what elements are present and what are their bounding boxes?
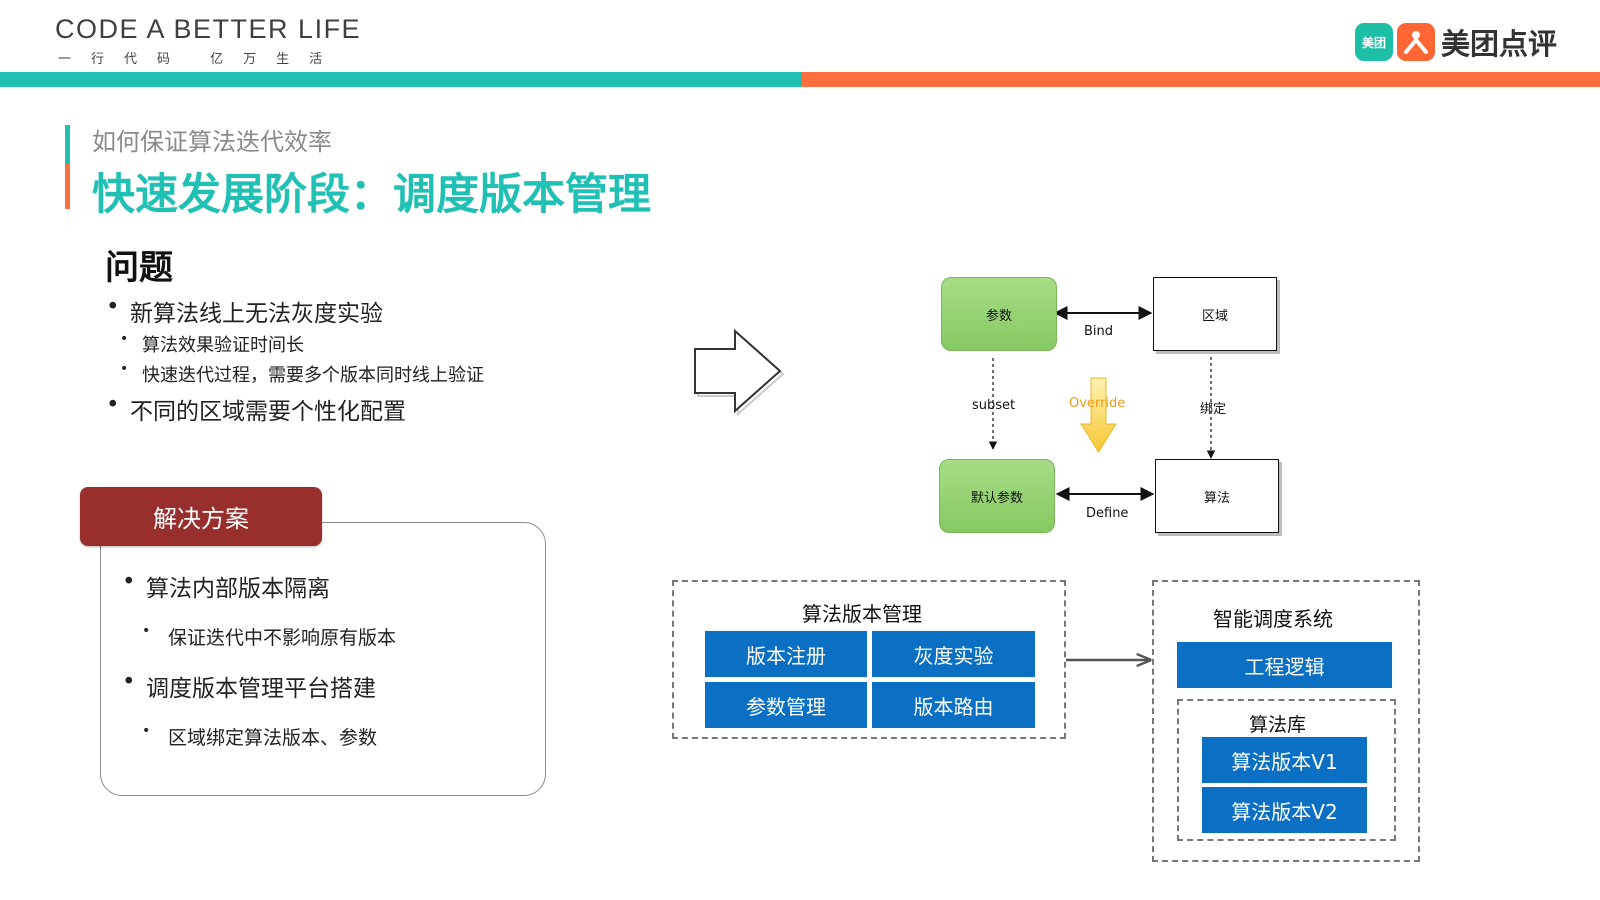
- version-register-button[interactable]: 版本注册: [705, 631, 867, 677]
- header-bar-orange: [802, 72, 1600, 87]
- dispatch-system-title: 智能调度系统: [1213, 607, 1333, 631]
- solution-item: 调度版本管理平台搭建: [122, 669, 376, 703]
- dianping-logo-icon: [1397, 23, 1435, 61]
- logo-text: 美团点评: [1441, 27, 1558, 61]
- section-subtitle: 如何保证算法迭代效率: [92, 128, 332, 156]
- param-mgmt-button[interactable]: 参数管理: [705, 682, 867, 728]
- define-label: Define: [1086, 506, 1129, 521]
- algorithm-version-v1-button[interactable]: 算法版本V1: [1202, 737, 1367, 783]
- algorithm-library-box: [1177, 699, 1396, 841]
- meituan-dianping-logo: 美团 美团点评: [1355, 22, 1557, 62]
- algorithm-version-v2-button[interactable]: 算法版本V2: [1202, 787, 1367, 833]
- solution-subitem: 保证迭代中不影响原有版本: [142, 623, 396, 650]
- page-title: 快速发展阶段：调度版本管理: [92, 170, 651, 220]
- title-accent-orange: [65, 163, 70, 209]
- version-routing-button[interactable]: 版本路由: [872, 682, 1035, 728]
- title-accent-teal: [65, 125, 70, 163]
- solution-box: [100, 522, 546, 796]
- problem-heading: 问题: [105, 248, 173, 288]
- brand-subtitle: 一行代码亿万生活: [58, 52, 323, 67]
- bind-cn-label: 绑定: [1200, 402, 1227, 417]
- subset-label: subset: [972, 398, 1016, 413]
- solution-item: 算法内部版本隔离: [122, 569, 330, 603]
- brand-title: CODE A BETTER LIFE: [55, 14, 362, 44]
- gray-experiment-button[interactable]: 灰度实验: [872, 631, 1035, 677]
- algorithm-node: 算法: [1155, 459, 1279, 533]
- region-node: 区域: [1153, 277, 1277, 351]
- header-bar-teal: [0, 72, 802, 87]
- params-node: 参数: [941, 277, 1057, 351]
- engineering-logic-button[interactable]: 工程逻辑: [1177, 642, 1392, 688]
- override-label: Override: [1069, 396, 1126, 411]
- bind-label: Bind: [1084, 324, 1114, 339]
- meituan-logo-icon: 美团: [1355, 23, 1393, 61]
- solution-subitem: 区域绑定算法版本、参数: [142, 723, 377, 750]
- override-arrow-icon: [1080, 377, 1117, 453]
- solution-tag: 解决方案: [80, 487, 322, 546]
- problem-subitem: 算法效果验证时间长: [120, 331, 304, 357]
- dispatch-system-panel: [1152, 580, 1420, 862]
- problem-subitem: 快速迭代过程，需要多个版本同时线上验证: [120, 361, 484, 387]
- version-mgmt-panel: [672, 580, 1066, 739]
- problem-item: 新算法线上无法灰度实验: [106, 294, 383, 328]
- problem-item: 不同的区域需要个性化配置: [106, 392, 406, 426]
- algorithm-library-title: 算法库: [1249, 714, 1307, 736]
- version-mgmt-title: 算法版本管理: [802, 602, 922, 626]
- default-params-node: 默认参数: [939, 459, 1055, 533]
